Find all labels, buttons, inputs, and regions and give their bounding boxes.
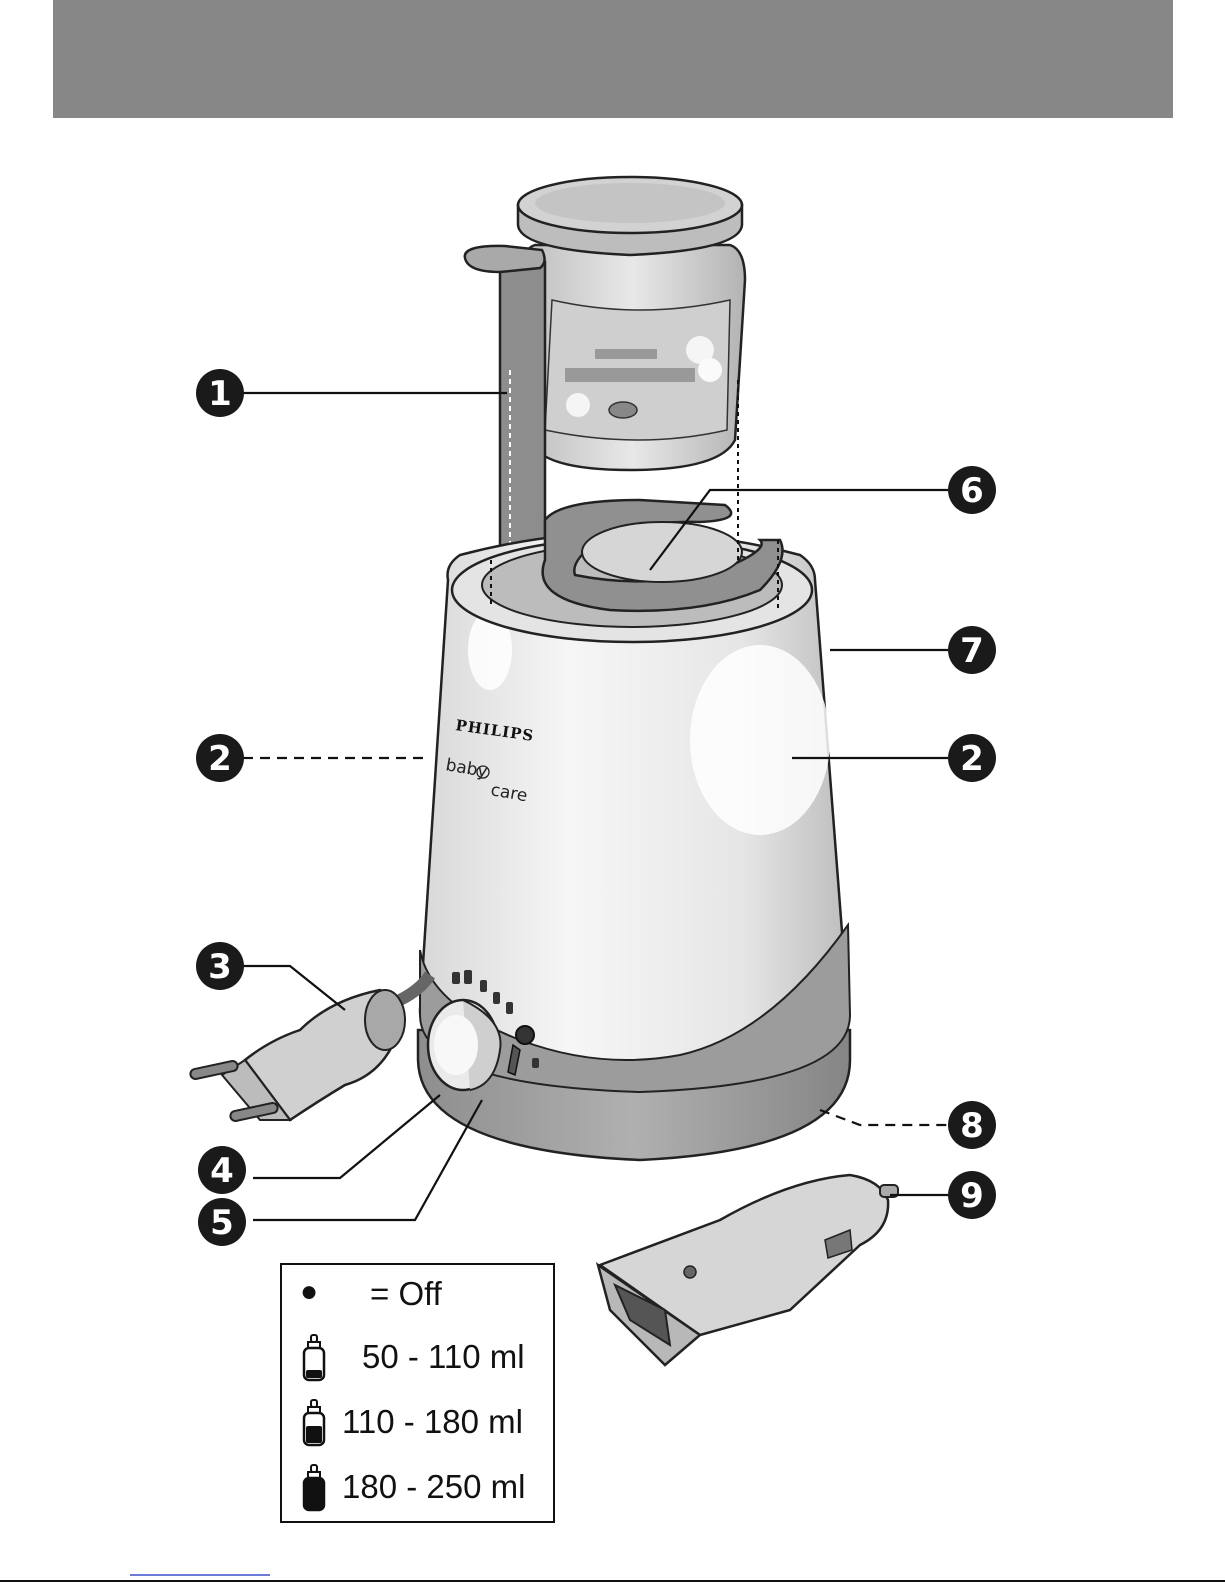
- callout-5: 5: [198, 1198, 246, 1246]
- settings-legend: ● = Off 50 - 110 ml 110 - 180 ml 180 - 2…: [280, 1263, 555, 1523]
- callout-6: 6: [948, 466, 996, 514]
- svg-text:9: 9: [960, 1176, 984, 1216]
- svg-text:7: 7: [960, 631, 984, 671]
- legend-row-small: 50 - 110 ml: [282, 1328, 557, 1388]
- bottle-large-icon: [296, 1464, 332, 1512]
- svg-text:6: 6: [960, 471, 984, 511]
- callout-8: 8: [948, 1101, 996, 1149]
- svg-text:2: 2: [208, 739, 232, 779]
- legend-large-label: 180 - 250 ml: [342, 1468, 525, 1506]
- callout-4: 4: [198, 1146, 246, 1194]
- legend-row-large: 180 - 250 ml: [282, 1458, 557, 1518]
- svg-text:3: 3: [208, 947, 232, 987]
- off-dot-icon: ●: [300, 1275, 318, 1309]
- bottle-small-icon: [296, 1334, 332, 1382]
- callout-1: 1: [196, 369, 244, 417]
- bottle-medium-icon: [296, 1399, 332, 1447]
- svg-text:1: 1: [208, 374, 232, 414]
- food-jar: [518, 177, 745, 470]
- page-bottom-rule: [0, 1580, 1225, 1582]
- page-link-underline: [130, 1574, 270, 1576]
- callout-7: 7: [948, 626, 996, 674]
- svg-text:2: 2: [960, 739, 984, 779]
- svg-text:8: 8: [960, 1106, 984, 1146]
- legend-row-medium: 110 - 180 ml: [282, 1393, 557, 1453]
- legend-medium-label: 110 - 180 ml: [342, 1403, 523, 1441]
- mains-plug: [189, 975, 430, 1122]
- svg-text:4: 4: [210, 1151, 234, 1191]
- car-adapter: [598, 1175, 898, 1365]
- callout-2-left: 2: [196, 734, 244, 782]
- callout-3: 3: [196, 942, 244, 990]
- legend-small-label: 50 - 110 ml: [362, 1338, 525, 1376]
- callout-9: 9: [948, 1171, 996, 1219]
- legend-row-off: ● = Off: [282, 1265, 557, 1325]
- svg-text:5: 5: [210, 1203, 234, 1243]
- callout-2-right: 2: [948, 734, 996, 782]
- legend-off-label: = Off: [370, 1275, 442, 1313]
